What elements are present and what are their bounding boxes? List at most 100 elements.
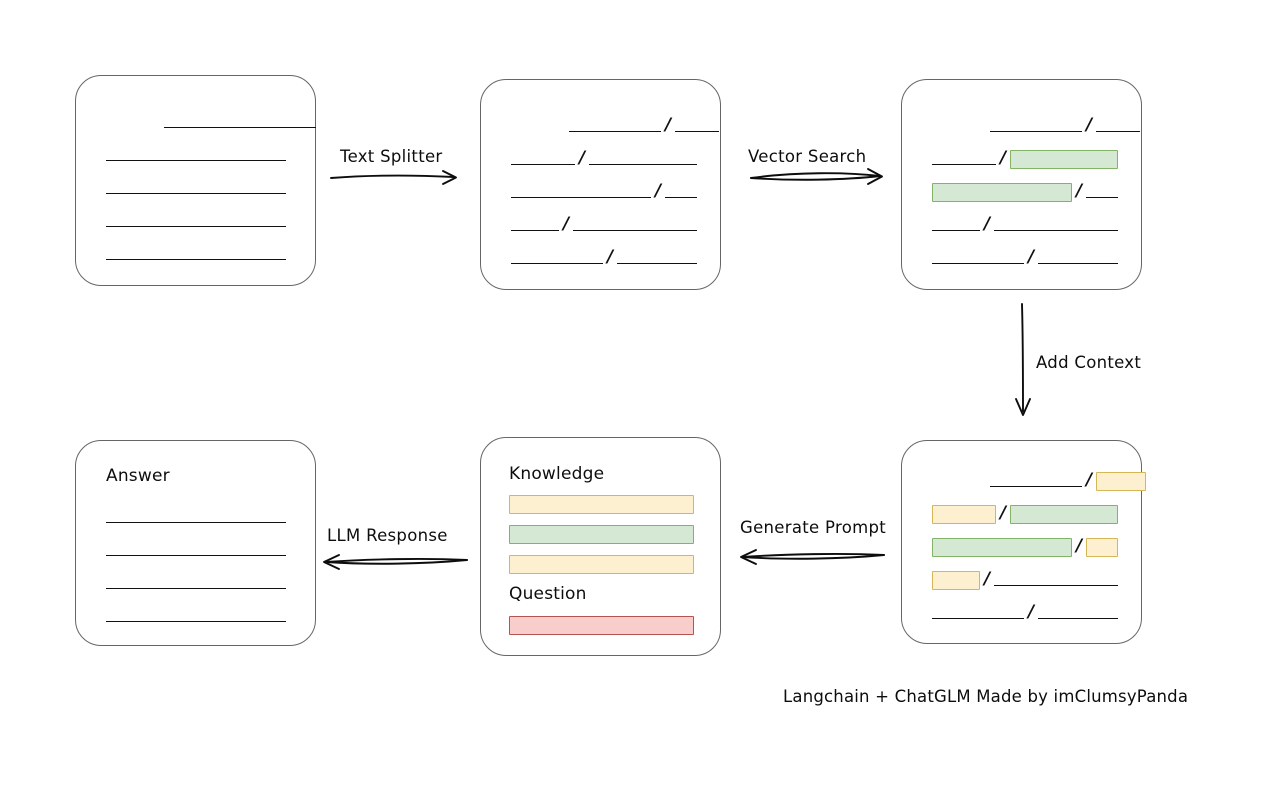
highlight-chip-yellow: [1096, 471, 1147, 491]
text-rule: [1086, 197, 1119, 198]
text-line: /: [932, 213, 1119, 234]
segment-separator-slash: /: [1028, 246, 1035, 267]
text-rule: [164, 127, 316, 128]
segment-separator-slash: /: [1076, 535, 1083, 556]
segment-separator-slash: /: [984, 568, 991, 589]
text-line: /: [932, 246, 1119, 267]
segment-separator-slash: /: [1000, 147, 1007, 168]
text-line: /: [932, 147, 1119, 169]
text-rule: [106, 522, 286, 523]
text-rule: [1038, 618, 1119, 619]
segment-separator-slash: /: [1028, 601, 1035, 622]
box-source-document[interactable]: [75, 75, 316, 286]
text-rule: [932, 230, 980, 231]
knowledge-bar-yellow: [509, 555, 694, 574]
text-rule: [994, 230, 1119, 231]
text-line: /: [511, 147, 698, 168]
text-rule: [990, 486, 1082, 487]
text-line: [106, 246, 286, 262]
text-rule: [511, 263, 603, 264]
knowledge-bar-green: [509, 525, 694, 544]
prompt-knowledge-label: Knowledge: [509, 464, 605, 484]
text-rule: [1038, 263, 1119, 264]
text-line: /: [932, 568, 1119, 590]
text-line: /: [569, 114, 720, 135]
text-rule: [511, 164, 575, 165]
text-line: /: [990, 114, 1141, 135]
text-line: [106, 509, 286, 525]
segment-separator-slash: /: [984, 213, 991, 234]
text-line: [106, 608, 286, 624]
edge-label-llm-response: LLM Response: [327, 526, 448, 545]
text-line: /: [511, 213, 698, 234]
prompt-question-label: Question: [509, 584, 587, 604]
arrow-add-context: [1015, 303, 1031, 416]
text-rule: [106, 193, 286, 194]
segment-separator-slash: /: [1086, 469, 1093, 490]
box-split-chunks[interactable]: / / / / /: [480, 79, 721, 290]
text-line: [106, 180, 286, 196]
text-rule: [1096, 131, 1141, 132]
text-line: [106, 542, 286, 558]
box-prompt[interactable]: Knowledge Question: [480, 437, 721, 656]
text-line: /: [511, 246, 698, 267]
highlight-chip-yellow: [1086, 537, 1119, 557]
text-rule: [106, 555, 286, 556]
text-line: /: [932, 601, 1119, 622]
text-line: /: [511, 180, 698, 201]
text-line: [164, 114, 316, 130]
text-rule: [990, 131, 1082, 132]
text-rule: [106, 226, 286, 227]
text-rule: [511, 197, 651, 198]
arrow-vector-search: [750, 168, 883, 185]
highlight-chip-green: [1010, 504, 1119, 524]
text-rule: [589, 164, 698, 165]
text-line: [106, 575, 286, 591]
answer-label: Answer: [106, 466, 170, 486]
box-answer[interactable]: Answer: [75, 440, 316, 646]
text-rule: [932, 618, 1024, 619]
text-rule: [675, 131, 720, 132]
text-rule: [106, 621, 286, 622]
arrow-generate-prompt: [740, 549, 885, 565]
segment-separator-slash: /: [655, 180, 662, 201]
segment-separator-slash: /: [563, 213, 570, 234]
arrow-llm-response: [323, 554, 468, 570]
text-line: /: [990, 469, 1147, 491]
segment-separator-slash: /: [607, 246, 614, 267]
text-line: [106, 213, 286, 229]
segment-separator-slash: /: [1086, 114, 1093, 135]
knowledge-bar-yellow: [509, 495, 694, 514]
box-context-added[interactable]: / / / / /: [901, 440, 1147, 644]
text-line: /: [932, 180, 1119, 202]
highlight-chip-yellow: [932, 570, 980, 590]
segment-separator-slash: /: [1076, 180, 1083, 201]
highlight-chip-green: [932, 537, 1072, 557]
edge-label-vector-search: Vector Search: [748, 147, 867, 166]
text-line: /: [932, 502, 1119, 524]
box-vector-matches[interactable]: / / / / /: [901, 79, 1142, 290]
text-rule: [106, 259, 286, 260]
text-rule: [573, 230, 698, 231]
segment-separator-slash: /: [665, 114, 672, 135]
text-rule: [617, 263, 698, 264]
text-rule: [106, 160, 286, 161]
edge-label-text-splitter: Text Splitter: [340, 147, 443, 166]
segment-separator-slash: /: [579, 147, 586, 168]
highlight-chip-yellow: [932, 504, 996, 524]
text-rule: [932, 164, 996, 165]
highlight-chip-green: [932, 182, 1072, 202]
text-rule: [569, 131, 661, 132]
segment-separator-slash: /: [1000, 502, 1007, 523]
text-line: /: [932, 535, 1119, 557]
question-bar-red: [509, 616, 694, 635]
text-line: [106, 147, 286, 163]
arrow-text-splitter: [330, 170, 457, 185]
footer-credit: Langchain + ChatGLM Made by imClumsyPand…: [783, 687, 1189, 706]
text-rule: [511, 230, 559, 231]
text-rule: [665, 197, 698, 198]
text-rule: [994, 585, 1119, 586]
highlight-chip-green: [1010, 149, 1119, 169]
edge-label-generate-prompt: Generate Prompt: [740, 518, 886, 537]
